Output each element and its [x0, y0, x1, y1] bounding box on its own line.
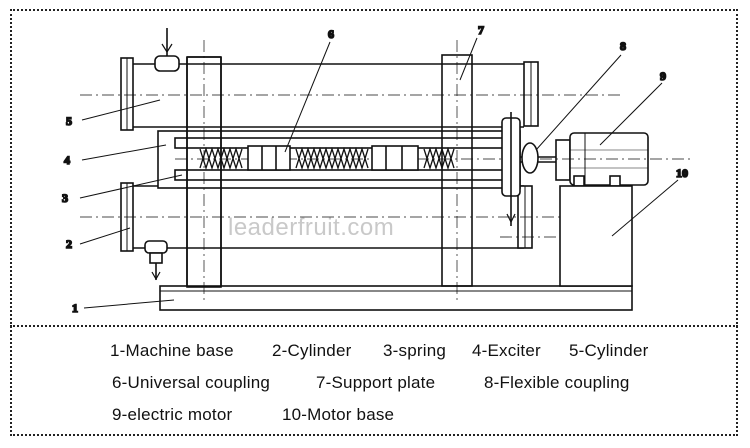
- diagram-border: [10, 9, 738, 436]
- callout-4: 4: [64, 153, 70, 167]
- machine-base: [159, 285, 633, 311]
- electric-motor: [540, 132, 690, 187]
- legend-item-9: 9-electric motor: [112, 405, 233, 424]
- watermark: leaderfruit.com: [228, 214, 395, 241]
- callout-7: 7: [478, 23, 484, 37]
- callout-3: 3: [62, 191, 68, 205]
- callout-5: 5: [66, 114, 72, 128]
- support-plates: [186, 40, 473, 300]
- legend-divider: [10, 325, 738, 327]
- flexible-coupling: [521, 142, 556, 174]
- universal-couplings: [247, 145, 419, 171]
- exciter-frame: [157, 130, 521, 189]
- legend-item-3: 3-spring: [383, 341, 447, 360]
- upper-cylinder: [80, 28, 620, 131]
- callout-1: 1: [72, 301, 78, 315]
- leader-lines: [79, 37, 679, 309]
- callout-2: 2: [66, 237, 72, 251]
- legend-item-5: 5-Cylinder: [569, 341, 649, 360]
- legend-item-7: 7-Support plate: [316, 373, 436, 392]
- legend-item-8: 8-Flexible coupling: [484, 373, 630, 392]
- legend-item-4: 4-Exciter: [472, 341, 541, 360]
- legend-item-6: 6-Universal coupling: [112, 373, 271, 392]
- motor-base: [559, 185, 633, 287]
- callout-10: 10: [676, 166, 688, 180]
- callout-6: 6: [328, 27, 334, 41]
- callout-8: 8: [620, 39, 626, 53]
- callout-9: 9: [660, 69, 666, 83]
- legend-item-10: 10-Motor base: [282, 405, 395, 424]
- legend-item-2: 2-Cylinder: [272, 341, 352, 360]
- legend-item-1: 1-Machine base: [110, 341, 234, 360]
- springs: [199, 146, 455, 171]
